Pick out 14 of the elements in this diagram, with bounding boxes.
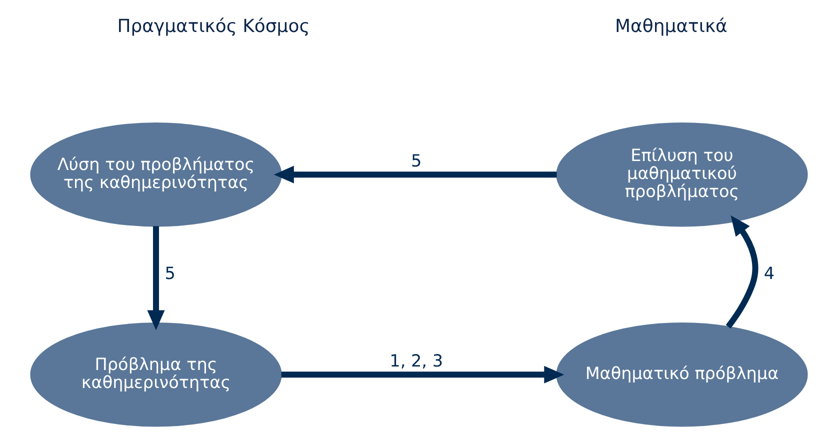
arrow bbox=[280, 366, 564, 384]
edge-label: 4 bbox=[763, 263, 774, 284]
edge-label: 5 bbox=[410, 150, 422, 170]
arrow bbox=[146, 226, 164, 330]
node-ellipse: Πρόβλημα της καθημερινότητας bbox=[30, 322, 282, 427]
label: Πραγματικός Κόσμος bbox=[116, 16, 310, 37]
node-ellipse: Λύση του προβλήματος της καθημερινότητας bbox=[30, 122, 282, 227]
edge-label: 5 bbox=[164, 263, 175, 284]
node-ellipse: Επίλυση του μαθηματικού προβλήματος bbox=[556, 122, 808, 227]
label: Μαθηματικά bbox=[614, 16, 727, 37]
node-ellipse: Μαθηματικό πρόβλημα bbox=[556, 322, 808, 427]
arrow bbox=[273, 166, 556, 184]
edge-label: 1, 2, 3 bbox=[389, 350, 442, 371]
arrow bbox=[725, 215, 758, 328]
